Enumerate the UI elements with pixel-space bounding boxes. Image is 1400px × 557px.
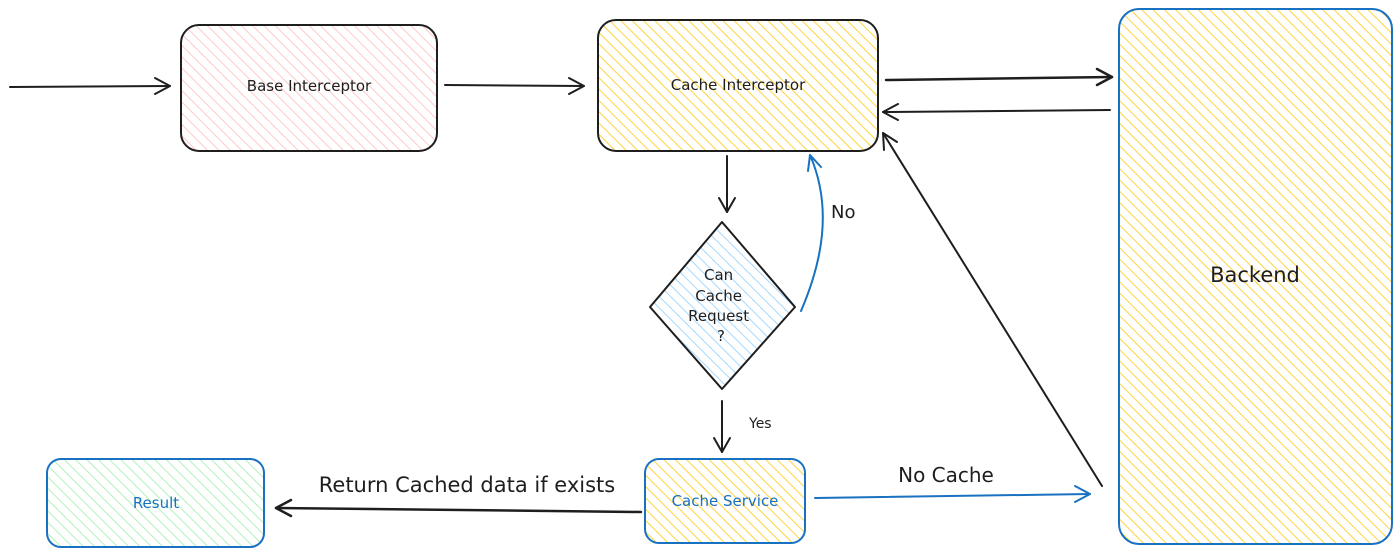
cache-interceptor-node: Cache Interceptor (597, 19, 879, 152)
base-interceptor-label: Base Interceptor (247, 77, 372, 95)
backend-node: Backend (1118, 8, 1393, 545)
decision-line-4: ? (717, 327, 725, 345)
result-label: Result (133, 494, 179, 512)
return-cached-arrow (274, 498, 643, 518)
decision-line-2: Cache (695, 287, 742, 305)
base-interceptor-node: Base Interceptor (180, 24, 438, 152)
decision-line-3: Request (688, 307, 749, 325)
cache-interceptor-label: Cache Interceptor (671, 76, 806, 94)
result-node: Result (46, 458, 265, 548)
cache-service-node: Cache Service (644, 458, 806, 544)
backend-label: Backend (1210, 263, 1300, 287)
backend-response-arrow (882, 132, 1103, 487)
no-cache-label: No Cache (898, 463, 994, 487)
entry-arrow (9, 77, 171, 95)
no-cache-arrow (814, 485, 1091, 503)
base-to-cache-arrow (444, 77, 585, 95)
decision-yes-arrow (713, 400, 731, 453)
backend-to-cache-arrow (882, 103, 1111, 121)
decision-line-1: Can (704, 266, 733, 284)
cache-to-decision-arrow (718, 155, 736, 213)
no-label: No (831, 202, 855, 223)
cache-service-label: Cache Service (672, 492, 779, 510)
yes-label: Yes (748, 416, 772, 432)
decision-no-arrow (800, 154, 824, 312)
can-cache-request-label: Can Cache Request ? (688, 266, 754, 345)
can-cache-request-node: Can Cache Request ? (649, 221, 796, 390)
return-cached-label: Return Cached data if exists (319, 473, 615, 497)
cache-to-backend-arrow (884, 67, 1114, 87)
